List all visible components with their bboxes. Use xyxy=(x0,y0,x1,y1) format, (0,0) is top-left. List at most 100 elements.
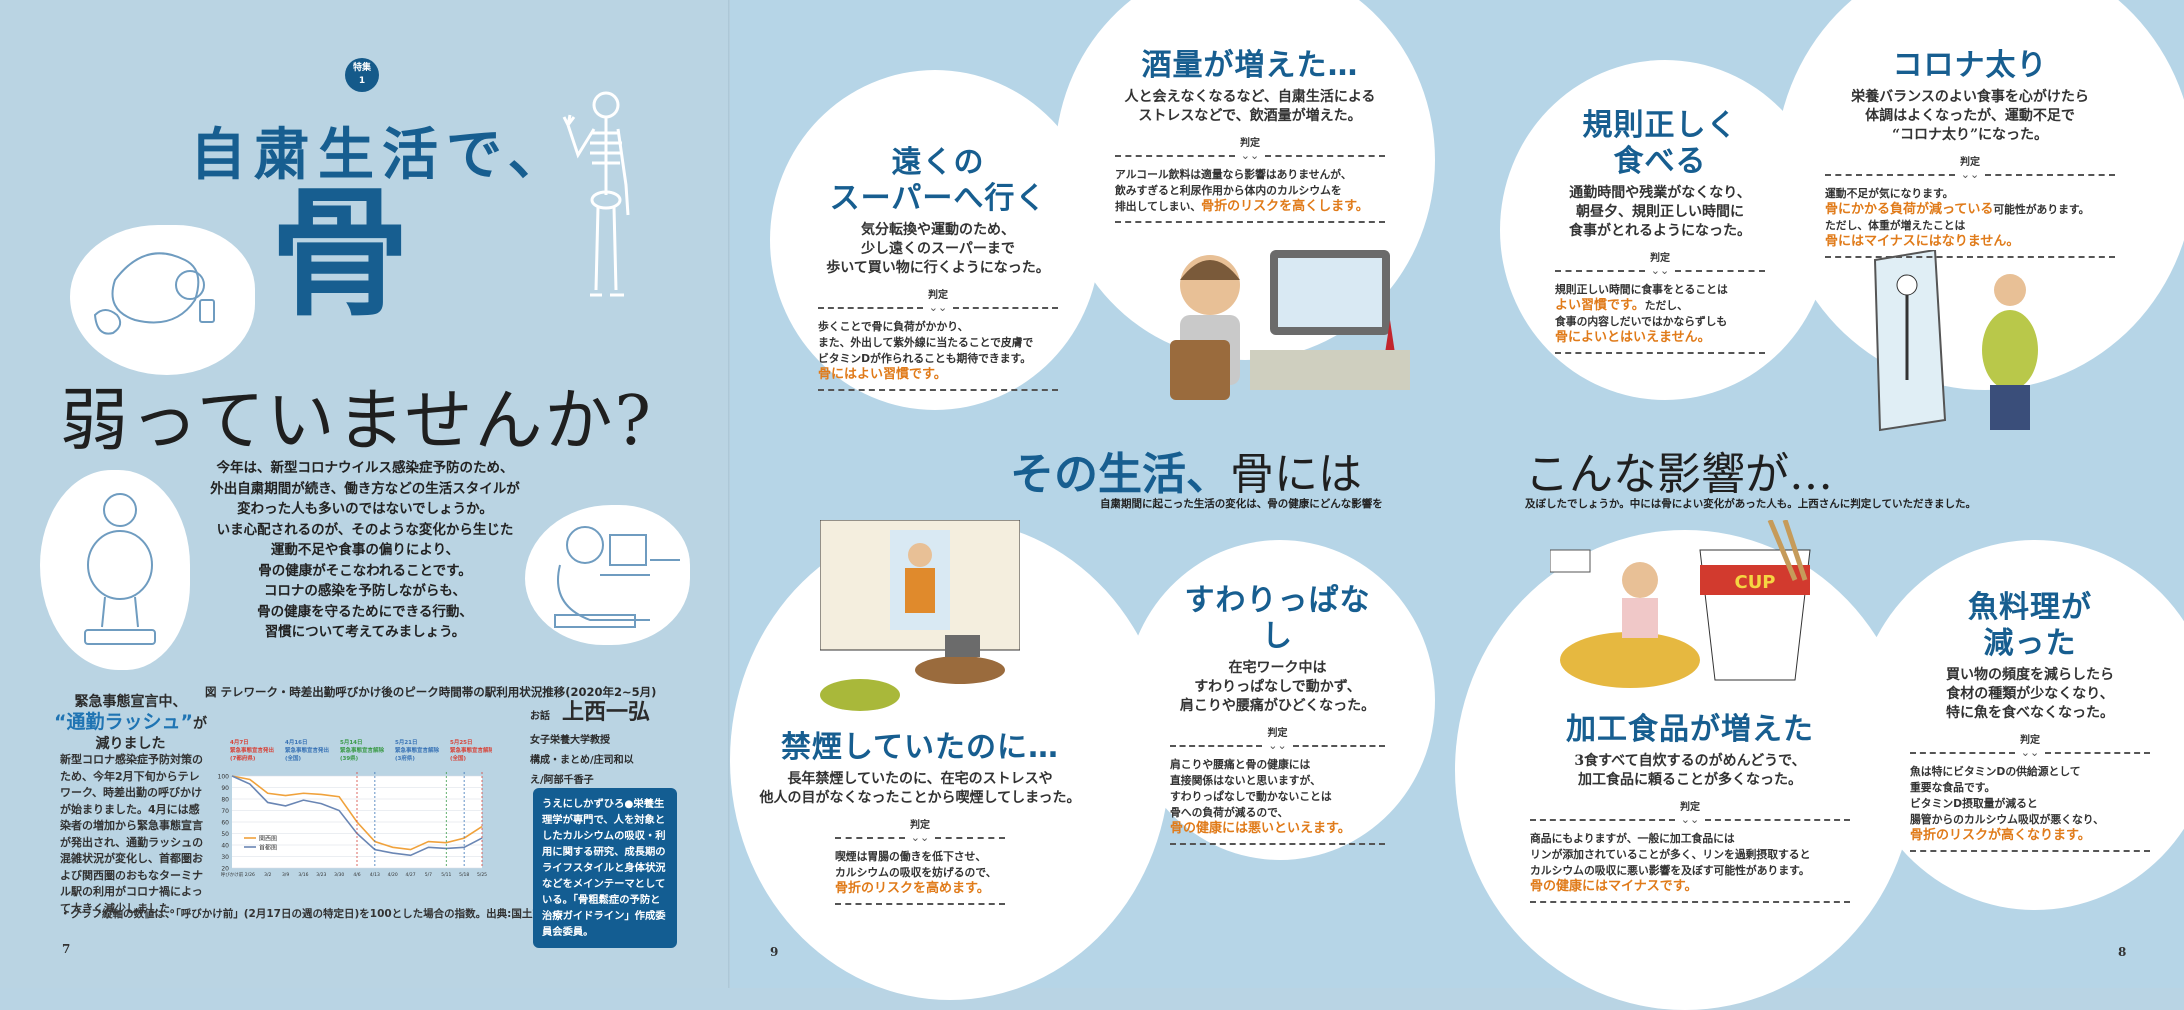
verdict-text: 運動不足が気になります。骨にかかる負荷が減っている可能性があります。ただし、体重… xyxy=(1825,187,2090,249)
sidebar-body: 新型コロナ感染症予防対策のため、今年2月下旬からテレワーク、時差出勤の呼びかけが… xyxy=(60,753,204,915)
svg-text:緊急事態宣言解除: 緊急事態宣言解除 xyxy=(450,746,492,754)
verdict-text: 歩くことで骨に負荷がかかり、また、外出して紫外線に当たることで皮膚でビタミンDが… xyxy=(818,320,1034,382)
card-supermarket: 遠くのスーパーへ行く 気分転換や運動のため、少し遠くのスーパーまで歩いて買い物に… xyxy=(818,145,1058,391)
left-page: 特集 1 自粛生活で、 骨 弱っていませんか? 今年は、新型コロナウイルス感染症… xyxy=(0,0,730,988)
svg-text:5月25日: 5月25日 xyxy=(450,738,472,746)
verdict-text: 規則正しい時間に食事をとることはよい習慣です。ただし、食事の内容しだいではかなら… xyxy=(1555,283,1728,345)
title-bone-kanji: 骨 xyxy=(270,173,411,336)
svg-text:3/2: 3/2 xyxy=(264,872,271,878)
svg-text:5月14日: 5月14日 xyxy=(340,738,362,746)
bubble-supermarket xyxy=(770,70,1100,410)
chart-title: 図 テレワーク・時差出勤呼びかけ後のピーク時間帯の駅利用状況推移(2020年2~… xyxy=(205,685,657,699)
verdict-text: アルコール飲料は適量なら影響はありませんが、飲みすぎると利尿作用から体内のカルシ… xyxy=(1115,168,1369,214)
intro-paragraph: 今年は、新型コロナウイルス感染症予防のため、 外出自粛期間が続き、働き方などの生… xyxy=(210,460,520,640)
processed-food-illustration: CUP xyxy=(1550,520,1811,688)
page-number-right: 8 xyxy=(2118,945,2127,959)
svg-text:4/6: 4/6 xyxy=(353,872,360,878)
right-page: CUP 遠くのスーパーへ行く 気分転換や運動のため、少し遠くのスーパーまで歩いて… xyxy=(730,0,2184,1010)
bubble-regular-meals xyxy=(1500,60,1830,400)
card-regular-meals: 規則正しく食べる 通勤時間や残業がなくなり、朝昼夕、規則正しい時間に食事がとれる… xyxy=(1555,108,1765,354)
card-description: 在宅ワーク中はすわりっぱなしで動かず、肩こりや腰痛がひどくなった。 xyxy=(1179,660,1376,714)
svg-text:2/26: 2/26 xyxy=(245,872,255,878)
skeleton-mirror-illustration xyxy=(1873,250,2038,432)
svg-text:緊急事態宣言発出: 緊急事態宣言発出 xyxy=(230,746,275,754)
verdict-divider: ⌄⌄ xyxy=(1555,264,1765,277)
svg-text:(全国): (全国) xyxy=(285,754,302,762)
svg-text:100: 100 xyxy=(218,774,230,781)
svg-text:緊急事態宣言解除: 緊急事態宣言解除 xyxy=(340,746,385,754)
svg-text:CUP: CUP xyxy=(1734,572,1775,593)
card-title: コロナ太り xyxy=(1892,48,2048,83)
svg-text:40: 40 xyxy=(221,843,229,850)
double-chevron-down-icon: ⌄⌄ xyxy=(928,301,948,314)
verdict-text: 肩こりや腰痛と骨の健康には直接関係はないと思いますが、すわりっぱなしで動かないこ… xyxy=(1170,758,1351,836)
svg-text:(7都府県): (7都府県) xyxy=(230,754,256,762)
svg-text:4月7日: 4月7日 xyxy=(230,738,249,746)
svg-text:3/23: 3/23 xyxy=(316,872,326,878)
bubble-corona-weight xyxy=(1775,0,2184,390)
smoking-window-illustration xyxy=(820,520,1020,711)
svg-text:5月21日: 5月21日 xyxy=(395,738,417,746)
author-bio-box: うえにしかずひろ●栄養生理学が専門で、人を対象としたカルシウムの吸収・利用に関す… xyxy=(533,788,677,948)
author-name: 上西一弘 xyxy=(562,699,651,725)
double-chevron-down-icon: ⌄⌄ xyxy=(1268,739,1287,752)
chart-canvas: 20304050607080901004月7日緊急事態宣言発出(7都府県)4月1… xyxy=(218,738,495,878)
card-description: 長年禁煙していたのに、在宅のストレスや他人の目がなくなったことから喫煙してしまっ… xyxy=(759,771,1081,806)
double-chevron-down-icon: ⌄⌄ xyxy=(1960,168,1980,181)
svg-text:70: 70 xyxy=(221,808,229,815)
card-title: 遠くのスーパーへ行く xyxy=(829,145,1047,216)
skeleton-illustration xyxy=(562,91,630,297)
verdict-text: 魚は特にビタミンDの供給源として重要な食品です。ビタミンD摂取量が減ると腸管から… xyxy=(1910,765,2104,843)
card-title: 魚料理が減った xyxy=(1968,590,2092,661)
verdict-divider: ⌄⌄ xyxy=(1910,747,2150,758)
verdict-divider: ⌄⌄ xyxy=(835,831,1005,844)
card-title: 酒量が増えた… xyxy=(1141,48,1359,83)
verdict-divider: ⌄⌄ xyxy=(1115,150,1385,161)
svg-text:緊急事態宣言解除: 緊急事態宣言解除 xyxy=(395,746,440,754)
card-corona-weight: コロナ太り 栄養バランスのよい食事を心がけたら体調はよくなったが、運動不足で“コ… xyxy=(1825,48,2115,258)
verdict-divider: ⌄⌄ xyxy=(1170,739,1385,752)
verdict-divider: ⌄⌄ xyxy=(1530,814,1850,825)
card-processed-food: 加工食品が増えた 3食すべて自炊するのがめんどうで、加工食品に頼ることが多くなっ… xyxy=(1530,712,1850,903)
card-description: 栄養バランスのよい食事を心がけたら体調はよくなったが、運動不足で“コロナ太り”に… xyxy=(1851,89,2089,143)
svg-text:80: 80 xyxy=(221,797,229,804)
person-lying-illustration xyxy=(93,252,215,335)
card-description: 買い物の頻度を減らしたら食材の種類が少なくなり、特に魚を食べなくなった。 xyxy=(1946,667,2114,721)
svg-text:(39県): (39県) xyxy=(340,754,359,762)
svg-text:5/11: 5/11 xyxy=(441,872,451,878)
svg-text:緊急事態宣言発出: 緊急事態宣言発出 xyxy=(285,746,330,754)
page-number-left: 7 xyxy=(62,942,71,956)
svg-text:(3府県): (3府県) xyxy=(395,754,415,762)
verdict-text: 喫煙は胃腸の働きを低下させ、カルシウムの吸収を妨げるので、骨折のリスクを高めます… xyxy=(835,850,997,896)
title-line-2: 弱っていませんか? xyxy=(60,382,654,461)
svg-text:4/20: 4/20 xyxy=(388,872,398,878)
card-title: 禁煙していたのに… xyxy=(780,730,1060,765)
svg-text:50: 50 xyxy=(221,831,229,838)
section-heading-left: その生活、骨には xyxy=(1010,449,1362,500)
svg-text:4/27: 4/27 xyxy=(406,872,416,878)
svg-text:20: 20 xyxy=(221,866,229,873)
card-alcohol: 酒量が増えた… 人と会えなくなるなど、自粛生活によるストレスなどで、飲酒量が増え… xyxy=(1115,48,1385,223)
author-block: お話上西一弘 女子栄養大学教授 構成・まとめ/庄司和以 え/阿部千香子 xyxy=(530,699,651,786)
verdict-text: 商品にもよりますが、一般に加工食品にはリンが添加されていることが多く、リンを過剰… xyxy=(1530,832,1811,894)
card-smoking: 禁煙していたのに… 長年禁煙していたのに、在宅のストレスや他人の目がなくなったこ… xyxy=(755,730,1085,905)
svg-text:60: 60 xyxy=(221,820,229,827)
double-chevron-down-icon: ⌄⌄ xyxy=(1650,264,1670,277)
svg-text:4月16日: 4月16日 xyxy=(285,738,307,746)
person-on-scale-illustration xyxy=(84,493,156,645)
card-description: 気分転換や運動のため、少し遠くのスーパーまで歩いて買い物に行くようになった。 xyxy=(826,222,1050,276)
feature-badge: 特集 1 xyxy=(345,58,379,92)
card-fish: 魚料理が減った 買い物の頻度を減らしたら食材の種類が少なくなり、特に魚を食べなく… xyxy=(1910,590,2150,852)
svg-text:90: 90 xyxy=(221,785,229,792)
double-chevron-down-icon: ⌄⌄ xyxy=(910,831,930,844)
svg-text:3/30: 3/30 xyxy=(334,872,344,878)
bubble-processed-food xyxy=(1455,530,1915,1010)
drinking-video-call-illustration xyxy=(1170,250,1410,400)
svg-text:5/7: 5/7 xyxy=(425,872,432,878)
card-description: 通勤時間や残業がなくなり、朝昼夕、規則正しい時間に食事がとれるようになった。 xyxy=(1569,185,1751,239)
svg-text:首都圏: 首都圏 xyxy=(259,844,277,852)
card-title: 規則正しく食べる xyxy=(1582,108,1738,179)
svg-text:30: 30 xyxy=(221,854,229,861)
section-heading-right: こんな影響が… xyxy=(1525,449,1833,500)
